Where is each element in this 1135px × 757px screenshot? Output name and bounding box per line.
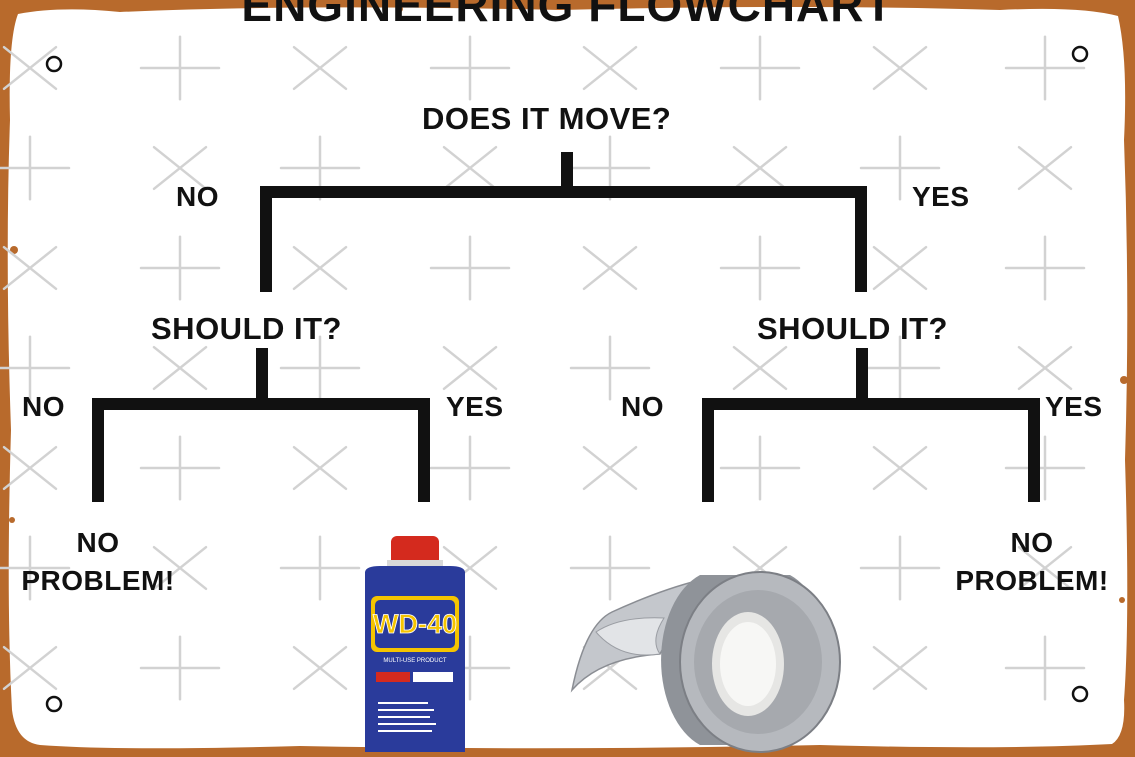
watermark-stroke <box>1017 145 1073 191</box>
watermark-stroke <box>872 45 928 91</box>
watermark-stroke <box>872 645 928 691</box>
watermark-stroke <box>1017 545 1073 591</box>
right-yes-outcome: NO PROBLEM! <box>938 524 1126 600</box>
wd40-can-icon: WD-40 MULTI-USE PRODUCT <box>365 536 465 752</box>
left-question: SHOULD IT? <box>151 311 342 346</box>
watermark-stroke <box>2 445 58 491</box>
right-yes-outcome-line2: PROBLEM! <box>955 565 1109 596</box>
watermark-stroke <box>2 645 58 691</box>
right-yes-outcome-line1: NO <box>1010 527 1054 558</box>
watermark-stroke <box>292 245 348 291</box>
watermark-stroke <box>872 245 928 291</box>
watermark-stroke <box>2 45 58 91</box>
watermark-stroke <box>1017 345 1073 391</box>
root-yes-label: YES <box>912 181 970 212</box>
left-no-outcome: NO PROBLEM! <box>4 524 192 600</box>
root-question: DOES IT MOVE? <box>422 101 672 136</box>
watermark-stroke <box>872 445 928 491</box>
watermark-stroke <box>292 445 348 491</box>
screw-hole-icon <box>45 45 1089 713</box>
wd40-subtitle-text: MULTI-USE PRODUCT <box>383 658 447 664</box>
right-no-label: NO <box>621 391 664 422</box>
page-title: ENGINEERING FLOWCHART <box>241 0 894 31</box>
watermark-stroke <box>152 345 208 391</box>
watermark-stroke <box>2 245 58 291</box>
watermark-stroke <box>732 145 788 191</box>
flowchart-connectors <box>92 152 1040 502</box>
watermark-stroke <box>152 545 208 591</box>
watermark-stroke <box>442 345 498 391</box>
watermark-stroke <box>582 445 638 491</box>
watermark-stroke <box>442 145 498 191</box>
left-no-outcome-line2: PROBLEM! <box>21 565 175 596</box>
watermark-stroke <box>582 245 638 291</box>
duct-tape-icon <box>570 571 841 753</box>
watermark-stroke <box>152 145 208 191</box>
right-yes-label: YES <box>1045 391 1103 422</box>
watermark-stroke <box>582 45 638 91</box>
left-no-outcome-line1: NO <box>76 527 120 558</box>
watermark-stroke <box>292 45 348 91</box>
left-yes-label: YES <box>446 391 504 422</box>
watermark-stroke <box>732 345 788 391</box>
wd40-brand-text: WD-40 <box>373 609 457 639</box>
right-question: SHOULD IT? <box>757 311 948 346</box>
left-no-label: NO <box>22 391 65 422</box>
root-no-label: NO <box>176 181 219 212</box>
watermark-stroke <box>292 645 348 691</box>
